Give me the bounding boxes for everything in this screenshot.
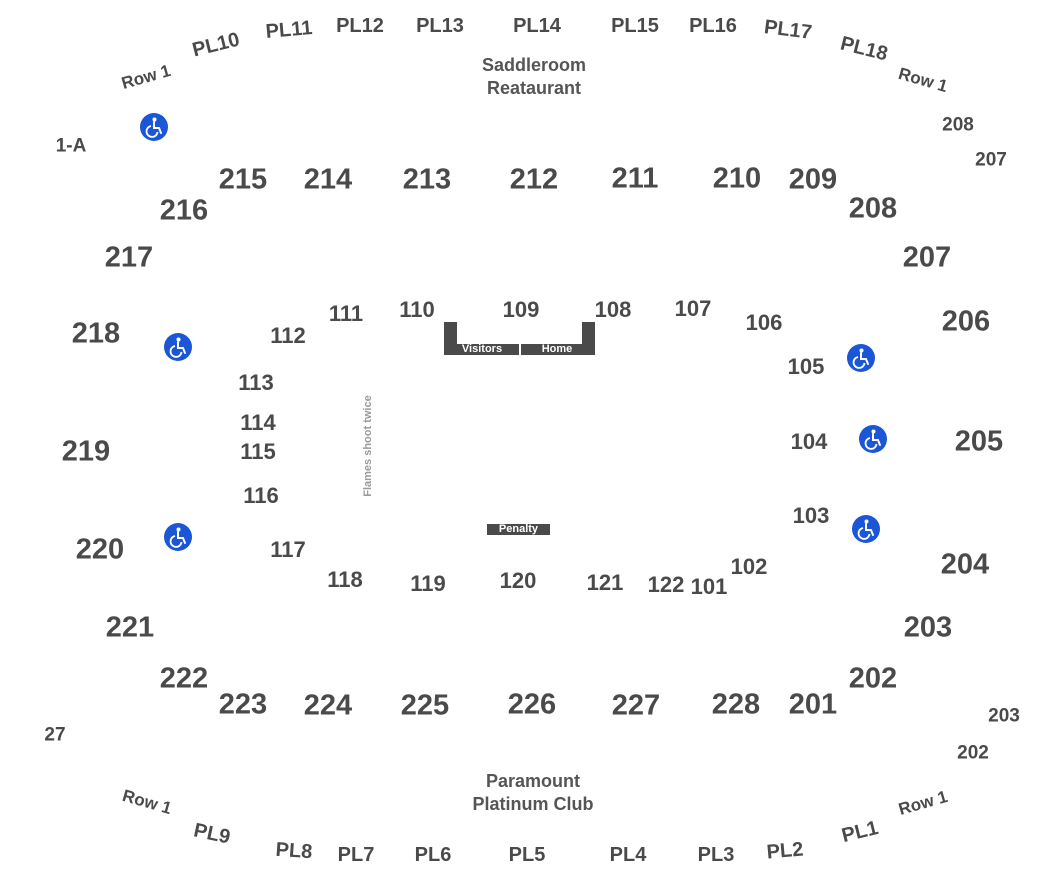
penalty-box: [487, 524, 550, 535]
section-pl7[interactable]: PL7: [337, 844, 375, 866]
paramount-line-2: Platinum Club: [472, 794, 594, 814]
section-114[interactable]: 114: [240, 410, 276, 435]
section-102[interactable]: 102: [730, 554, 768, 579]
section-219[interactable]: 219: [61, 435, 111, 468]
section-pl3[interactable]: PL3: [697, 844, 735, 866]
section-105[interactable]: 105: [787, 354, 825, 379]
section-pl12[interactable]: PL12: [336, 15, 384, 37]
section-118[interactable]: 118: [327, 567, 363, 592]
section-111[interactable]: 111: [328, 301, 364, 326]
section-pl1[interactable]: PL1: [839, 816, 881, 848]
section-224[interactable]: 224: [303, 689, 353, 722]
section-108[interactable]: 108: [594, 297, 632, 322]
section-122[interactable]: 122: [647, 572, 685, 597]
saddleroom-line-2: Reataurant: [486, 78, 582, 98]
section-pl2[interactable]: PL2: [765, 838, 805, 864]
row-1-top-right: Row 1: [896, 63, 950, 97]
section-208[interactable]: 208: [848, 192, 898, 225]
wheelchair-icon[interactable]: [140, 113, 168, 141]
section-pl9[interactable]: PL9: [191, 819, 233, 849]
section-120[interactable]: 120: [499, 568, 537, 593]
section-pl14[interactable]: PL14: [513, 15, 561, 37]
wheelchair-icon[interactable]: [852, 515, 880, 543]
wheelchair-icon[interactable]: [847, 344, 875, 372]
section-202[interactable]: 202: [848, 662, 898, 695]
section-116[interactable]: 116: [243, 483, 279, 508]
section-216[interactable]: 216: [159, 194, 209, 227]
section-27[interactable]: 27: [44, 724, 66, 746]
section-204[interactable]: 204: [940, 548, 990, 581]
section-1-a[interactable]: 1-A: [55, 135, 87, 157]
section-119[interactable]: 119: [410, 571, 446, 596]
section-223[interactable]: 223: [218, 688, 268, 721]
wheelchair-icon[interactable]: [164, 333, 192, 361]
bench-divider: [519, 344, 521, 355]
section-208-corner[interactable]: 208: [942, 114, 974, 136]
section-206[interactable]: 206: [941, 305, 991, 338]
section-pl15[interactable]: PL15: [611, 15, 659, 37]
penalty-box-label[interactable]: Penalty: [498, 523, 539, 535]
section-pl11[interactable]: PL11: [264, 17, 314, 43]
section-207[interactable]: 207: [902, 241, 952, 274]
flames-shoot-twice-note: Flames shoot twice: [362, 395, 374, 497]
section-203-corner[interactable]: 203: [988, 705, 1020, 727]
visitors-bench-label[interactable]: Visitors: [461, 343, 503, 355]
section-203[interactable]: 203: [903, 611, 953, 644]
section-117[interactable]: 117: [270, 537, 306, 562]
section-115[interactable]: 115: [240, 439, 276, 464]
section-205[interactable]: 205: [954, 425, 1004, 458]
section-pl5[interactable]: PL5: [508, 844, 546, 866]
section-103[interactable]: 103: [792, 503, 830, 528]
section-pl4[interactable]: PL4: [609, 844, 647, 866]
section-221[interactable]: 221: [105, 611, 155, 644]
section-110[interactable]: 110: [399, 297, 435, 322]
row-1-top-left: Row 1: [119, 60, 173, 94]
section-pl18[interactable]: PL18: [838, 32, 890, 66]
row-1-bottom-right: Row 1: [896, 786, 950, 820]
section-207-corner[interactable]: 207: [975, 149, 1007, 171]
wheelchair-icon[interactable]: [164, 523, 192, 551]
section-202-corner[interactable]: 202: [957, 742, 989, 764]
section-112[interactable]: 112: [270, 323, 306, 348]
section-109[interactable]: 109: [502, 297, 540, 322]
section-212[interactable]: 212: [509, 163, 559, 196]
row-1-bottom-left: Row 1: [120, 785, 174, 819]
section-226[interactable]: 226: [507, 688, 557, 721]
section-101[interactable]: 101: [690, 574, 728, 599]
section-pl17[interactable]: PL17: [762, 16, 814, 44]
section-220[interactable]: 220: [75, 533, 125, 566]
paramount-platinum-club-label: Paramount Platinum Club: [473, 770, 594, 816]
section-pl6[interactable]: PL6: [414, 844, 452, 866]
saddleroom-line-1: Saddleroom: [481, 55, 587, 75]
section-pl16[interactable]: PL16: [689, 15, 737, 37]
section-218[interactable]: 218: [71, 317, 121, 350]
section-222[interactable]: 222: [159, 662, 209, 695]
section-213[interactable]: 213: [402, 163, 452, 196]
section-201[interactable]: 201: [788, 688, 838, 721]
wheelchair-icon[interactable]: [859, 425, 887, 453]
section-210[interactable]: 210: [712, 162, 762, 195]
section-pl13[interactable]: PL13: [416, 15, 464, 37]
section-pl8[interactable]: PL8: [274, 838, 314, 864]
section-113[interactable]: 113: [238, 370, 274, 395]
section-211[interactable]: 211: [611, 162, 659, 195]
section-209[interactable]: 209: [788, 163, 838, 196]
section-217[interactable]: 217: [104, 241, 154, 274]
section-107[interactable]: 107: [674, 296, 712, 321]
section-214[interactable]: 214: [303, 163, 353, 196]
section-pl10[interactable]: PL10: [190, 28, 242, 62]
section-106[interactable]: 106: [745, 310, 783, 335]
section-104[interactable]: 104: [790, 429, 828, 454]
home-bench-label[interactable]: Home: [541, 343, 573, 355]
paramount-line-1: Paramount: [485, 771, 581, 791]
saddleroom-restaurant-label: Saddleroom Reataurant: [482, 54, 586, 100]
section-225[interactable]: 225: [400, 689, 450, 722]
section-228[interactable]: 228: [711, 688, 761, 721]
section-121[interactable]: 121: [586, 570, 624, 595]
section-227[interactable]: 227: [611, 689, 661, 722]
section-215[interactable]: 215: [218, 163, 268, 196]
